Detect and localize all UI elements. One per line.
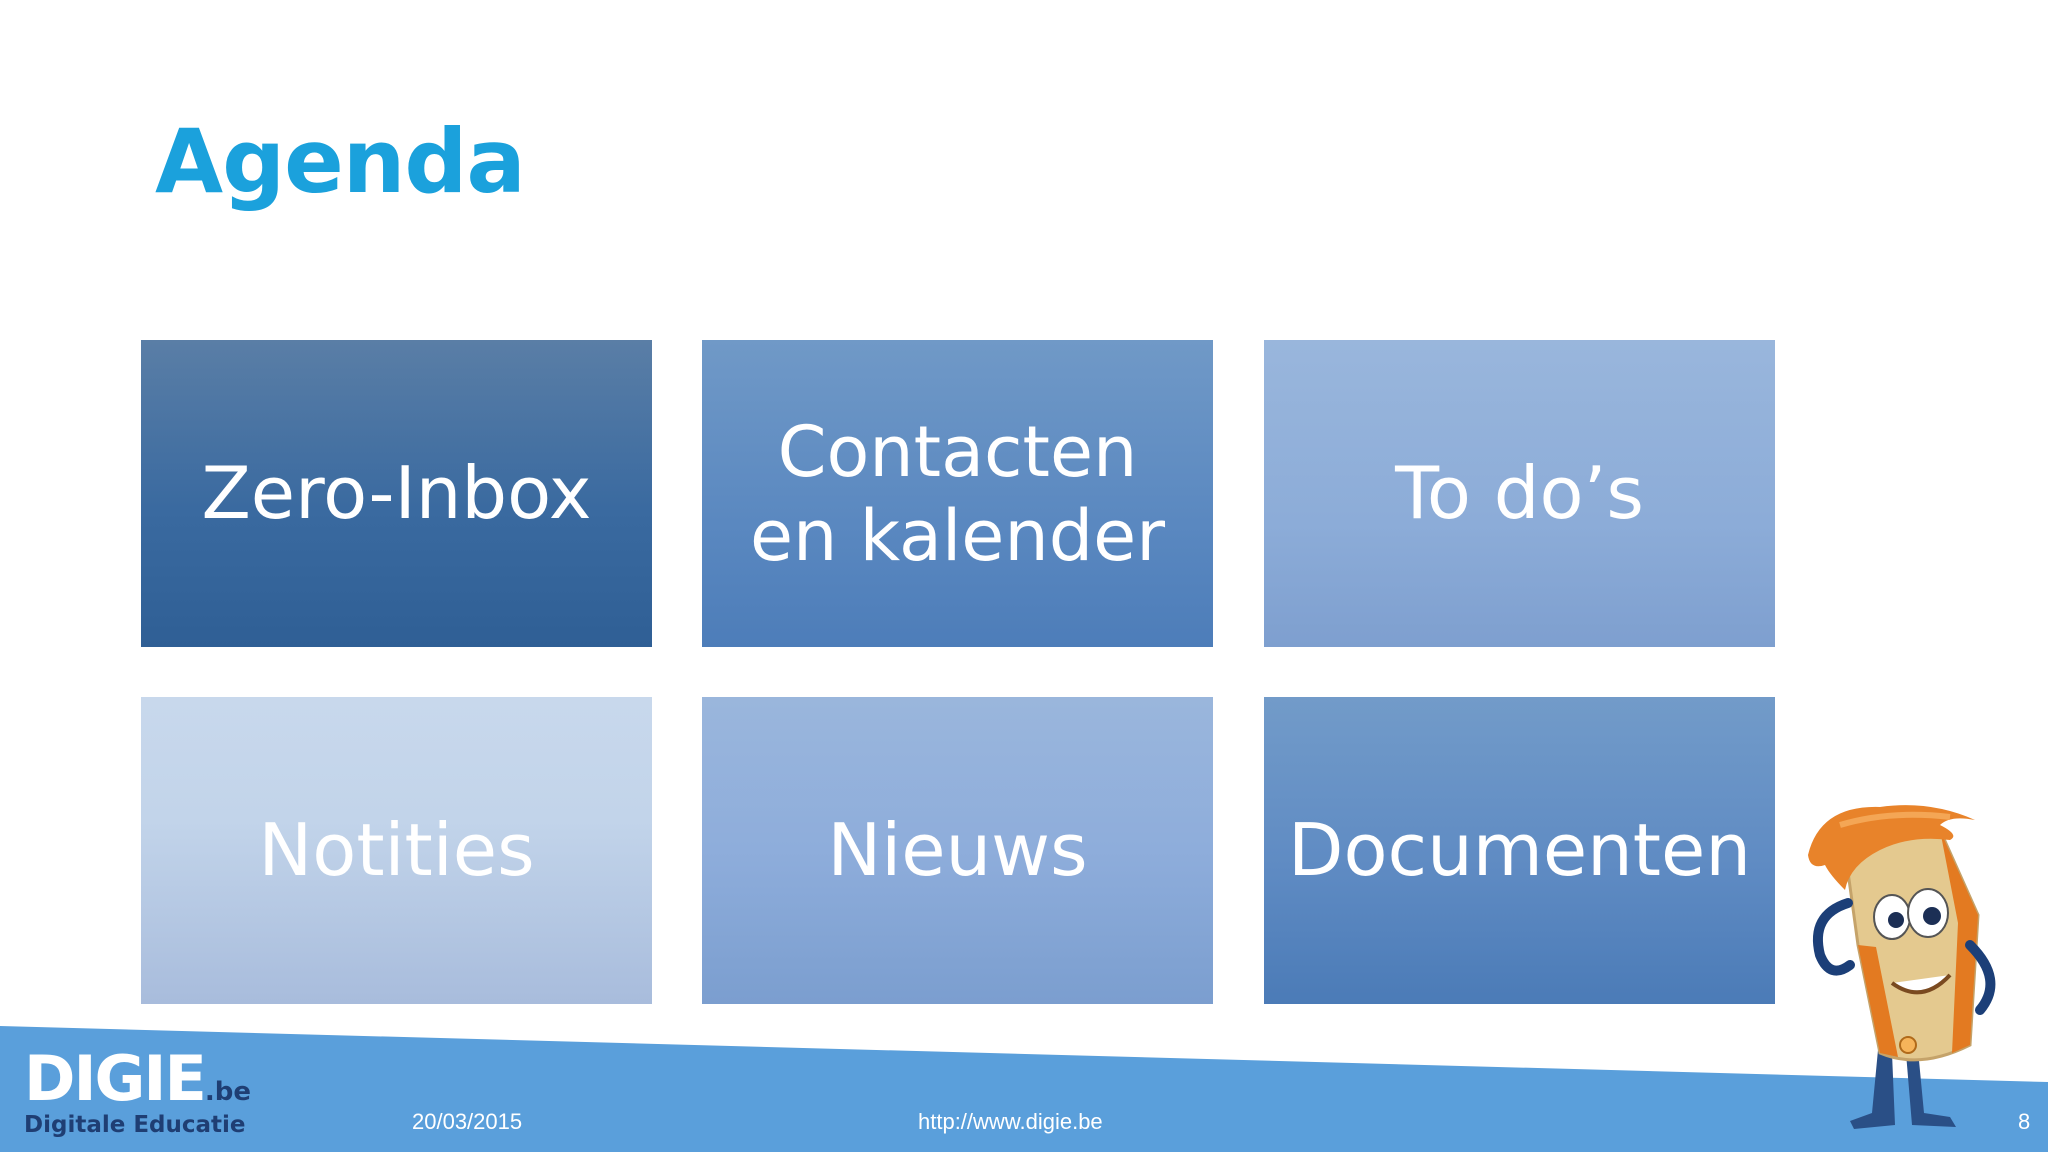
footer-url: http://www.digie.be	[918, 1109, 1103, 1134]
mascot-illustration	[1808, 805, 1996, 1129]
logo-subtitle: Digitale Educatie	[24, 1112, 246, 1138]
page-number: 8	[2018, 1109, 2031, 1134]
agenda-tile-nieuws: Nieuws	[702, 697, 1213, 1004]
digie-logo: DIGIE.be Digitale Educatie	[24, 1048, 251, 1139]
footer-date: 20/03/2015	[412, 1109, 523, 1134]
slide-title: Agenda	[155, 110, 526, 213]
logo-suffix-text: .be	[204, 1077, 251, 1107]
logo-main-text: DIGIE	[24, 1042, 207, 1115]
agenda-tile-zero-inbox: Zero-Inbox	[141, 340, 652, 647]
footer-band	[0, 1026, 2048, 1152]
agenda-tile-contacten-kalender: Contacten en kalender	[702, 340, 1213, 647]
agenda-tile-documenten: Documenten	[1264, 697, 1775, 1004]
agenda-tile-notities: Notities	[141, 697, 652, 1004]
agenda-tile-todos: To do’s	[1264, 340, 1775, 647]
